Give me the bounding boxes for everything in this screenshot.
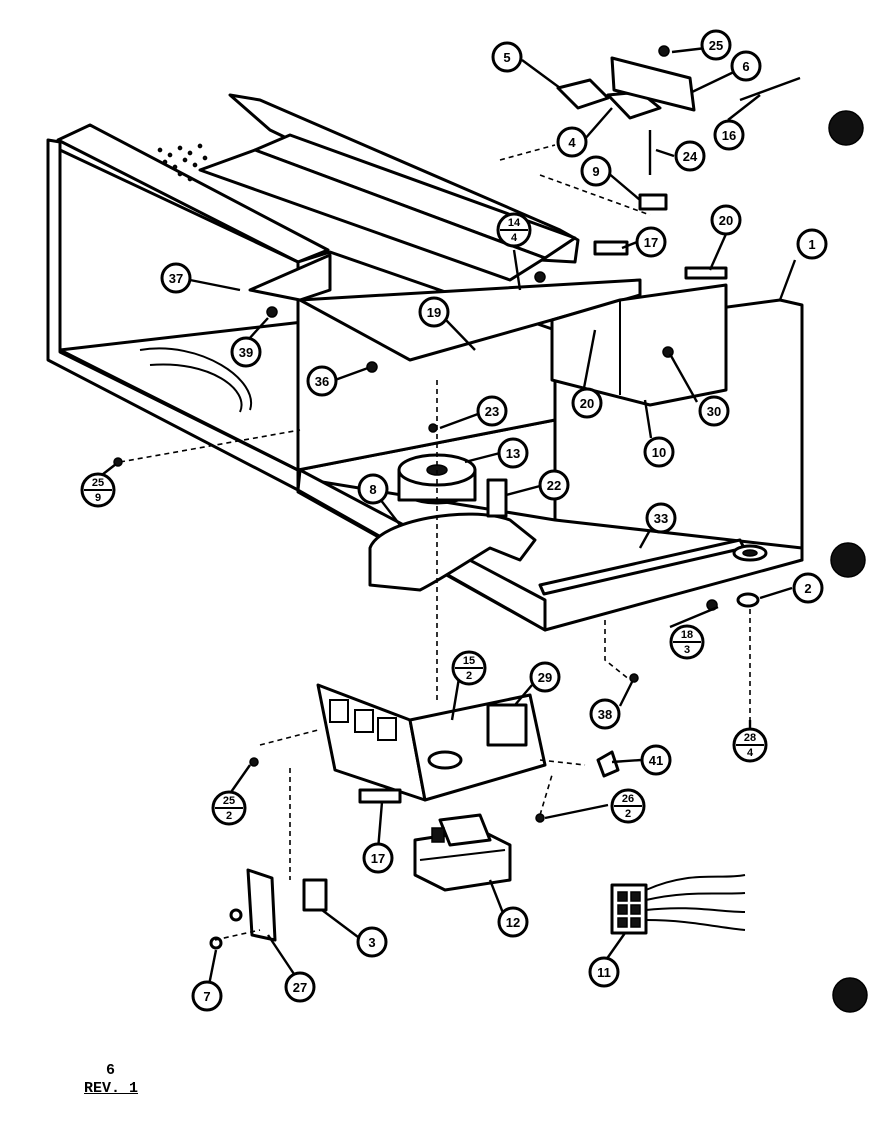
callout-13: 13 [497, 437, 529, 469]
callout-3: 3 [356, 926, 388, 958]
blower-assembly [368, 380, 537, 700]
callout-25-9: 25 9 [80, 472, 116, 508]
lower-bracket [259, 683, 620, 804]
wire-harness [610, 874, 746, 935]
callout-19: 19 [418, 296, 450, 328]
callout-41: 41 [640, 744, 672, 776]
svg-text:25: 25 [223, 795, 235, 807]
callout-28-4: 28 4 [732, 727, 768, 763]
lower-small-parts [209, 768, 328, 950]
callout-10: 10 [643, 436, 675, 468]
svg-text:20: 20 [719, 213, 733, 228]
callout-7: 7 [191, 980, 223, 1012]
svg-text:39: 39 [239, 345, 253, 360]
callout-4: 4 [556, 126, 588, 158]
registration-dots [828, 110, 868, 1013]
callout-16: 16 [713, 119, 745, 151]
svg-text:27: 27 [293, 980, 307, 995]
svg-text:6: 6 [742, 59, 749, 74]
svg-text:7: 7 [203, 989, 210, 1004]
svg-text:9: 9 [95, 492, 101, 504]
callout-37: 37 [160, 262, 192, 294]
top-right-components [499, 56, 801, 280]
fasteners [113, 45, 760, 823]
svg-text:23: 23 [485, 404, 499, 419]
callout-6: 6 [730, 50, 762, 82]
callout-22: 22 [538, 469, 570, 501]
svg-text:12: 12 [506, 915, 520, 930]
svg-text:2: 2 [226, 810, 232, 822]
svg-text:22: 22 [547, 478, 561, 493]
svg-text:18: 18 [681, 629, 693, 641]
callout-27: 27 [284, 971, 316, 1003]
callout-9: 9 [580, 155, 612, 187]
svg-text:24: 24 [683, 149, 698, 164]
svg-text:11: 11 [597, 965, 611, 980]
callout-17-lower: 17 [362, 842, 394, 874]
callout-15-2: 15 2 [451, 650, 487, 686]
callout-20-lower: 20 [571, 387, 603, 419]
callout-1: 1 [796, 228, 828, 260]
callout-36: 36 [306, 365, 338, 397]
callout-29: 29 [529, 661, 561, 693]
svg-text:3: 3 [684, 644, 690, 656]
svg-text:2: 2 [625, 808, 631, 820]
vent-holes [157, 143, 208, 182]
svg-text:4: 4 [568, 135, 576, 150]
svg-text:13: 13 [506, 446, 520, 461]
svg-text:5: 5 [503, 50, 510, 65]
callout-25-2: 25 2 [211, 790, 247, 826]
svg-text:19: 19 [427, 305, 441, 320]
callout-30: 30 [698, 395, 730, 427]
callouts: 1 2 3 4 5 6 7 8 9 10 11 12 13 14 4 15 2 … [80, 29, 828, 1012]
svg-text:38: 38 [598, 707, 612, 722]
callout-23: 23 [476, 395, 508, 427]
svg-text:41: 41 [649, 753, 663, 768]
svg-text:14: 14 [508, 217, 521, 229]
svg-text:9: 9 [592, 164, 599, 179]
svg-text:28: 28 [744, 732, 756, 744]
svg-text:2: 2 [466, 670, 472, 682]
svg-text:8: 8 [369, 482, 376, 497]
callout-5: 5 [491, 41, 523, 73]
callout-14-4: 14 4 [496, 212, 532, 248]
callout-2: 2 [792, 572, 824, 604]
callout-39: 39 [230, 336, 262, 368]
callout-33: 33 [645, 502, 677, 534]
callout-8: 8 [357, 473, 389, 505]
svg-text:25: 25 [92, 477, 104, 489]
callout-18-3: 18 3 [669, 624, 705, 660]
svg-text:15: 15 [463, 655, 475, 667]
svg-text:29: 29 [538, 670, 552, 685]
svg-text:4: 4 [747, 747, 754, 759]
svg-text:30: 30 [707, 404, 721, 419]
svg-text:3: 3 [368, 935, 375, 950]
callout-11: 11 [588, 956, 620, 988]
revision-label: REV. 1 [84, 1080, 139, 1097]
callout-38: 38 [589, 698, 621, 730]
svg-text:17: 17 [644, 235, 658, 250]
svg-text:37: 37 [169, 271, 183, 286]
svg-text:1: 1 [808, 237, 815, 252]
callout-17-upper: 17 [635, 226, 667, 258]
callout-12: 12 [497, 906, 529, 938]
svg-text:16: 16 [722, 128, 736, 143]
motor-assembly [413, 813, 512, 892]
page-number: 6 [106, 1062, 116, 1079]
callout-20-upper: 20 [710, 204, 742, 236]
svg-text:10: 10 [652, 445, 666, 460]
callout-26-2: 26 2 [610, 788, 646, 824]
svg-text:2: 2 [804, 581, 811, 596]
svg-text:33: 33 [654, 511, 668, 526]
leader-lines [97, 46, 797, 991]
svg-text:26: 26 [622, 793, 634, 805]
svg-text:4: 4 [511, 232, 518, 244]
svg-text:36: 36 [315, 374, 329, 389]
svg-text:25: 25 [709, 38, 723, 53]
callout-25-top: 25 [700, 29, 732, 61]
svg-text:17: 17 [371, 851, 385, 866]
svg-text:20: 20 [580, 396, 594, 411]
callout-24: 24 [674, 140, 706, 172]
